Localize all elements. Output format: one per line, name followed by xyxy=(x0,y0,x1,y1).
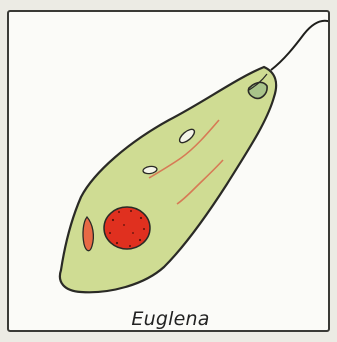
flagellum xyxy=(271,21,330,70)
euglena-illustration xyxy=(9,12,330,332)
nucleus xyxy=(104,207,150,249)
diagram-caption: Euglena xyxy=(9,308,330,330)
cell-body xyxy=(60,67,276,292)
figure-panel: Euglena xyxy=(7,10,330,332)
